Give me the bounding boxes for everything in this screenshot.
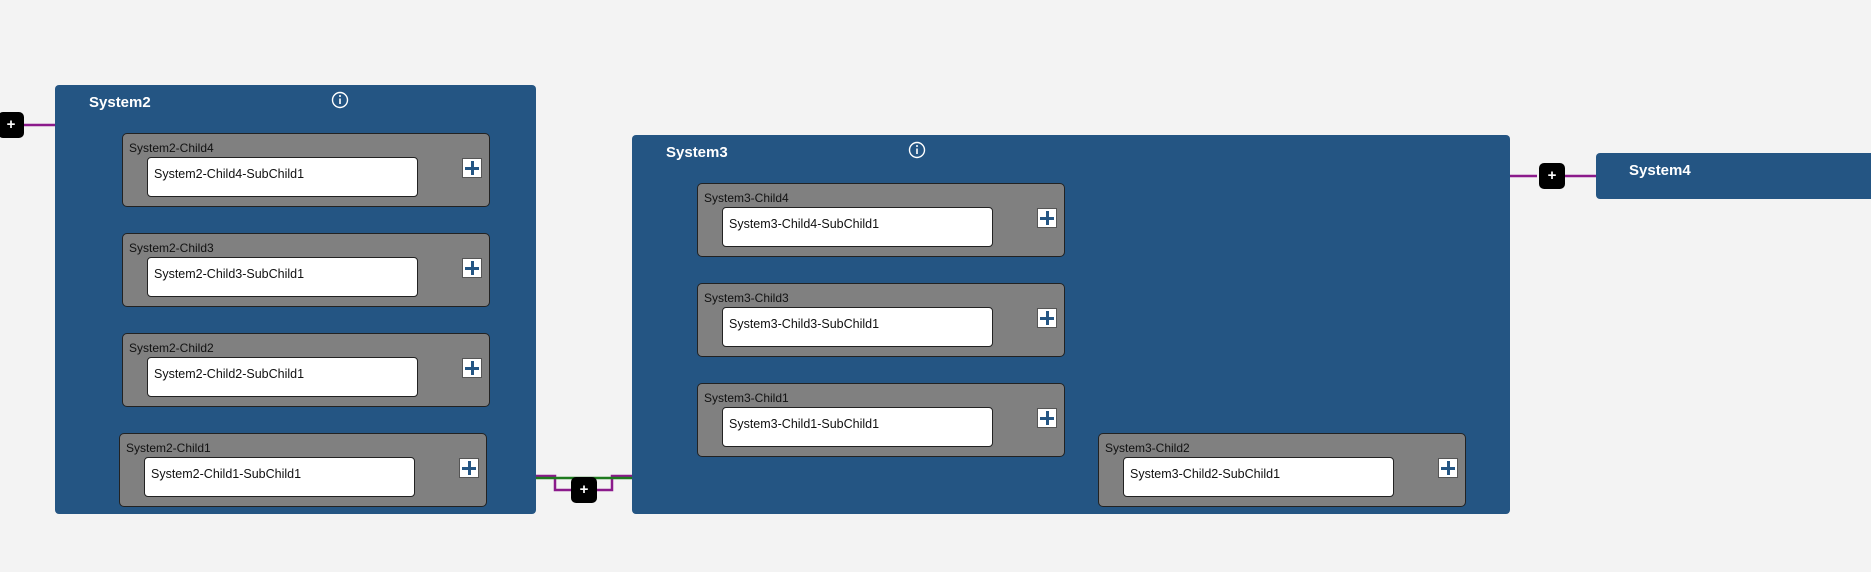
- system4-title: System4: [1629, 162, 1691, 179]
- subchild-label: System3-Child2-SubChild1: [1130, 467, 1281, 481]
- child-label: System2-Child3: [129, 241, 214, 255]
- plus-square-icon[interactable]: [462, 358, 482, 378]
- system3-child1[interactable]: System3-Child1 System3-Child1-SubChild1: [697, 383, 1065, 457]
- subchild-label: System3-Child1-SubChild1: [729, 417, 880, 431]
- subchild-label: System2-Child4-SubChild1: [154, 167, 305, 181]
- add-connection-button[interactable]: +: [0, 112, 24, 138]
- subchild-label: System3-Child4-SubChild1: [729, 217, 880, 231]
- system3-child2[interactable]: System3-Child2 System3-Child2-SubChild1: [1098, 433, 1466, 507]
- system4-container[interactable]: System4: [1596, 153, 1871, 199]
- system2-child2-subchild1[interactable]: System2-Child2-SubChild1: [147, 357, 418, 397]
- subchild-label: System2-Child2-SubChild1: [154, 367, 305, 381]
- system2-child4-subchild1[interactable]: System2-Child4-SubChild1: [147, 157, 418, 197]
- plus-square-icon[interactable]: [462, 258, 482, 278]
- child-label: System2-Child4: [129, 141, 214, 155]
- child-label: System3-Child4: [704, 191, 789, 205]
- child-label: System3-Child1: [704, 391, 789, 405]
- system2-child3[interactable]: System2-Child3 System2-Child3-SubChild1: [122, 233, 490, 307]
- system2-title: System2: [89, 94, 151, 111]
- system3-child3-subchild1[interactable]: System3-Child3-SubChild1: [722, 307, 993, 347]
- system3-child3[interactable]: System3-Child3 System3-Child3-SubChild1: [697, 283, 1065, 357]
- system2-child3-subchild1[interactable]: System2-Child3-SubChild1: [147, 257, 418, 297]
- system3-child1-subchild1[interactable]: System3-Child1-SubChild1: [722, 407, 993, 447]
- plus-square-icon[interactable]: [1037, 208, 1057, 228]
- info-icon[interactable]: [331, 91, 349, 109]
- system2-child2[interactable]: System2-Child2 System2-Child2-SubChild1: [122, 333, 490, 407]
- child-label: System2-Child2: [129, 341, 214, 355]
- system3-container[interactable]: System3 System3-Child4 System3-Child4-Su…: [632, 135, 1510, 514]
- plus-square-icon[interactable]: [462, 158, 482, 178]
- system3-child4[interactable]: System3-Child4 System3-Child4-SubChild1: [697, 183, 1065, 257]
- system2-child1-subchild1[interactable]: System2-Child1-SubChild1: [144, 457, 415, 497]
- add-connection-button[interactable]: +: [571, 477, 597, 503]
- system2-child4[interactable]: System2-Child4 System2-Child4-SubChild1: [122, 133, 490, 207]
- system3-child4-subchild1[interactable]: System3-Child4-SubChild1: [722, 207, 993, 247]
- system3-title: System3: [666, 144, 728, 161]
- system2-container[interactable]: System2 System2-Child4 System2-Child4-Su…: [55, 85, 536, 514]
- subchild-label: System2-Child1-SubChild1: [151, 467, 302, 481]
- plus-square-icon[interactable]: [1037, 408, 1057, 428]
- subchild-label: System3-Child3-SubChild1: [729, 317, 880, 331]
- info-icon[interactable]: [908, 141, 926, 159]
- child-label: System3-Child3: [704, 291, 789, 305]
- child-label: System2-Child1: [126, 441, 211, 455]
- plus-square-icon[interactable]: [1438, 458, 1458, 478]
- child-label: System3-Child2: [1105, 441, 1190, 455]
- system3-child2-subchild1[interactable]: System3-Child2-SubChild1: [1123, 457, 1394, 497]
- add-connection-button[interactable]: +: [1539, 163, 1565, 189]
- system2-child1[interactable]: System2-Child1 System2-Child1-SubChild1: [119, 433, 487, 507]
- subchild-label: System2-Child3-SubChild1: [154, 267, 305, 281]
- plus-square-icon[interactable]: [459, 458, 479, 478]
- plus-square-icon[interactable]: [1037, 308, 1057, 328]
